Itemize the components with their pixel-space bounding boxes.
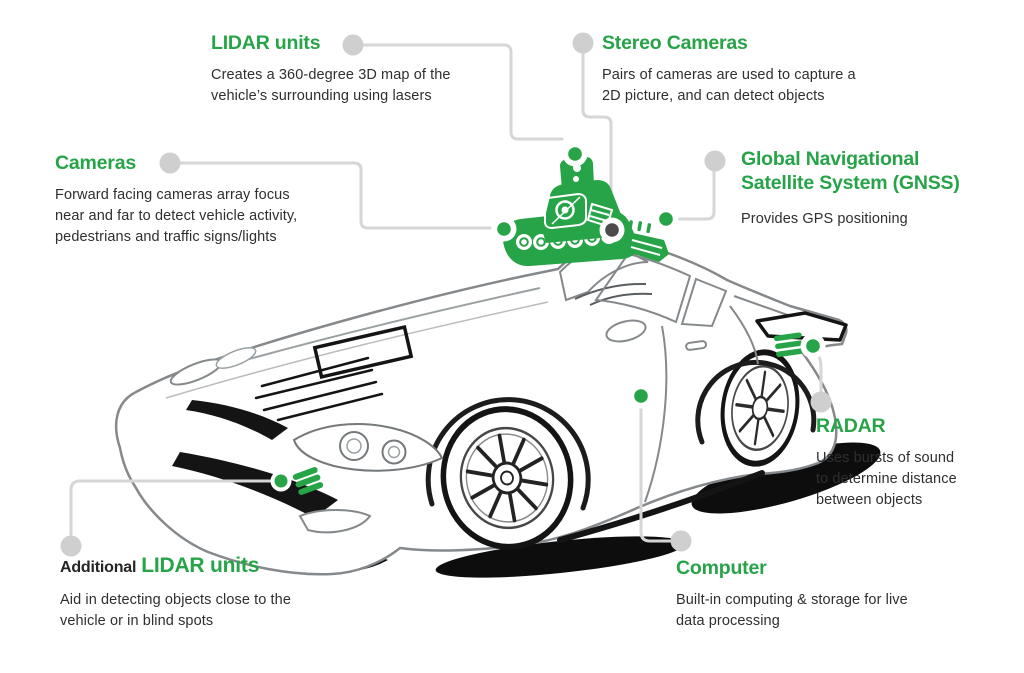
gnss-title: Global Navigational Satellite System (GN… [741,148,960,194]
radar-sensor-icon [773,332,804,357]
lidar-units-desc: Creates a 360-degree 3D map of the vehic… [211,67,451,104]
label-endpoint-dots [60,32,832,557]
front-lidar-sensor-icon [292,467,324,495]
gnss-desc: Provides GPS positioning [741,211,908,227]
lidar-units-title: LIDAR units [211,32,321,54]
radar-desc: Uses bursts of sound to determine distan… [816,450,957,508]
computer-title: Computer [676,557,767,579]
stereo-cameras-title: Stereo Cameras [602,32,748,54]
stereo-cameras-desc: Pairs of cameras are used to capture a 2… [602,67,856,104]
stereo-cameras-marker [599,217,625,243]
sensor-markers [270,141,826,492]
gnss-marker [653,206,679,232]
computer-marker [628,383,654,409]
radar-title: RADAR [816,415,886,437]
label-gnss: Global Navigational Satellite System (GN… [741,147,960,230]
cameras-desc: Forward facing cameras array focus near … [55,187,298,245]
connector-lines [69,43,823,543]
additional-lidar-title-main: LIDAR units [141,554,260,577]
radar-marker [800,333,826,359]
cabin-details [558,244,831,503]
computer-desc: Built-in computing & storage for live da… [676,592,908,629]
label-lidar-units: LIDAR units Creates a 360-degree 3D map … [211,31,451,107]
additional-lidar-desc: Aid in detecting objects close to the ve… [60,592,292,629]
label-stereo-cameras: Stereo Cameras Pairs of cameras are used… [602,31,856,107]
label-computer: Computer Built-in computing & storage fo… [676,556,908,632]
label-radar: RADAR Uses bursts of sound to determine … [816,414,957,511]
spoiler-endplate [755,311,848,342]
label-cameras: Cameras Forward facing cameras array foc… [55,151,297,248]
cameras-title: Cameras [55,152,136,174]
cameras-marker [491,216,517,242]
lidar-roof-marker [562,141,588,167]
additional-lidar-title-prefix: Additional [60,559,137,576]
front-wheel [440,406,574,550]
additional-lidar-marker [270,470,292,492]
lidar-pod [502,157,669,267]
front-details [169,324,444,534]
rear-wheel [720,349,800,467]
